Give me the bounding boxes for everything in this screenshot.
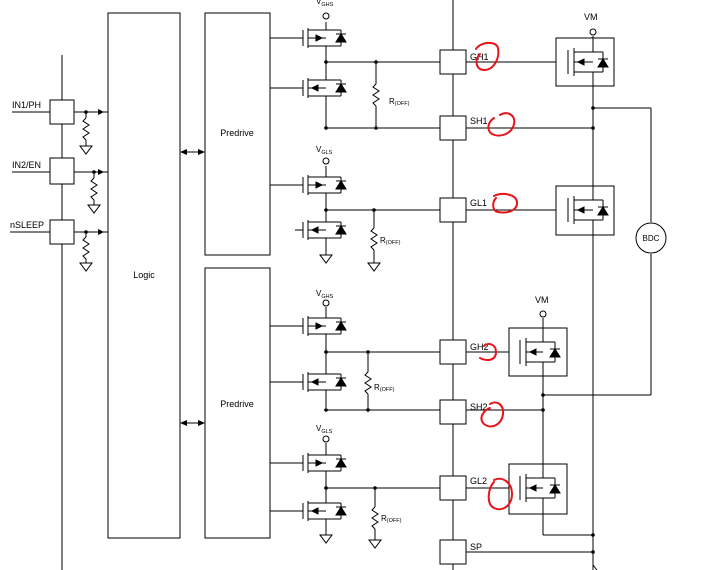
pin-label-gl2: GL2 bbox=[470, 476, 487, 486]
pin-label-gh2: GH2 bbox=[470, 342, 489, 352]
annotation-circle-sh2 bbox=[480, 401, 505, 428]
pin-label-gh1: GH1 bbox=[470, 52, 489, 62]
logic-predrive-top-link bbox=[180, 149, 205, 155]
pin-sh2: SH2 bbox=[439, 399, 488, 425]
external-mosfets bbox=[508, 28, 615, 515]
input-label-in1ph: IN1/PH bbox=[12, 100, 41, 110]
predrive-bottom-label: Predrive bbox=[220, 399, 254, 409]
pin-wiring bbox=[326, 61, 440, 549]
input-buffer-in2en bbox=[49, 157, 75, 185]
pin-label-sh2: SH2 bbox=[470, 402, 488, 412]
vgh-label-2: VGHS bbox=[316, 289, 334, 300]
driver-gh1-high bbox=[302, 12, 347, 62]
roff-label-2: R(OFF) bbox=[380, 236, 401, 246]
roff-label-4: R(OFF) bbox=[381, 514, 402, 524]
annotation-circle-sh1 bbox=[487, 112, 516, 137]
driver-gh2-low bbox=[302, 372, 347, 408]
vgl-label-2: VGLS bbox=[316, 424, 333, 435]
driver-gl1-high bbox=[302, 157, 347, 222]
pin-label-gl1: GL1 bbox=[470, 198, 487, 208]
driver-gh1-low bbox=[302, 62, 347, 128]
predrive-top-label: Predrive bbox=[220, 128, 254, 138]
annotation-circle-gh2 bbox=[479, 343, 498, 361]
predrive-top-block bbox=[204, 12, 271, 256]
logic-predrive-bottom-link bbox=[180, 420, 205, 426]
logic-block bbox=[107, 12, 181, 539]
mosfet-q3 bbox=[508, 310, 568, 377]
driver-gl1-low bbox=[302, 220, 347, 264]
annotation-circle-gl2 bbox=[487, 477, 514, 511]
external-wiring bbox=[466, 61, 652, 570]
input-label-in2en: IN2/EN bbox=[12, 160, 41, 170]
predrive-gate-wires bbox=[270, 37, 303, 512]
pin-gl2: GL2 bbox=[439, 475, 487, 501]
external-junctions bbox=[541, 106, 595, 554]
input-buffer-nsleep bbox=[49, 219, 75, 245]
roff-label-1: R(OFF) bbox=[389, 97, 410, 107]
mosfet-q2 bbox=[555, 185, 615, 236]
roff-labels: R(OFF) R(OFF) R(OFF) R(OFF) bbox=[374, 97, 410, 524]
motor-label: BDC bbox=[643, 234, 660, 243]
logic-label: Logic bbox=[133, 270, 155, 280]
driver-gl2-low bbox=[302, 501, 347, 544]
mosfet-q4 bbox=[508, 463, 568, 515]
vm-label-2: VM bbox=[535, 295, 549, 305]
mosfet-q1 bbox=[555, 28, 615, 87]
input-in1ph: IN1/PH bbox=[12, 99, 108, 155]
annotation-circle-gl1 bbox=[492, 193, 519, 214]
red-annotations bbox=[475, 41, 519, 511]
predrive-bottom-block bbox=[204, 267, 271, 539]
roff-label-3: R(OFF) bbox=[374, 383, 395, 393]
junction-dots bbox=[324, 60, 378, 490]
vgl-label-1: VGLS bbox=[316, 145, 333, 156]
vgh-label-1: VGHS bbox=[316, 0, 334, 8]
motor-bdc: BDC bbox=[635, 222, 667, 254]
input-buffer-in1ph bbox=[49, 99, 75, 125]
driver-transistors bbox=[302, 12, 347, 544]
pin-sh1: SH1 bbox=[439, 115, 488, 141]
annotation-circle-gh1 bbox=[475, 41, 500, 72]
supply-labels: VGHS VGLS VGHS VGLS bbox=[316, 0, 334, 435]
input-label-nsleep: nSLEEP bbox=[10, 220, 44, 230]
pin-label-sp: SP bbox=[470, 542, 482, 552]
input-nsleep: nSLEEP bbox=[10, 219, 108, 272]
pin-label-sh1: SH1 bbox=[470, 116, 488, 126]
pin-gh1: GH1 bbox=[439, 49, 489, 75]
input-in2en: IN2/EN bbox=[12, 157, 108, 214]
driver-gl2-high bbox=[302, 435, 347, 503]
vm-label-1: VM bbox=[584, 12, 598, 22]
pin-gl1: GL1 bbox=[439, 197, 487, 223]
driver-gh2-high bbox=[302, 299, 347, 374]
